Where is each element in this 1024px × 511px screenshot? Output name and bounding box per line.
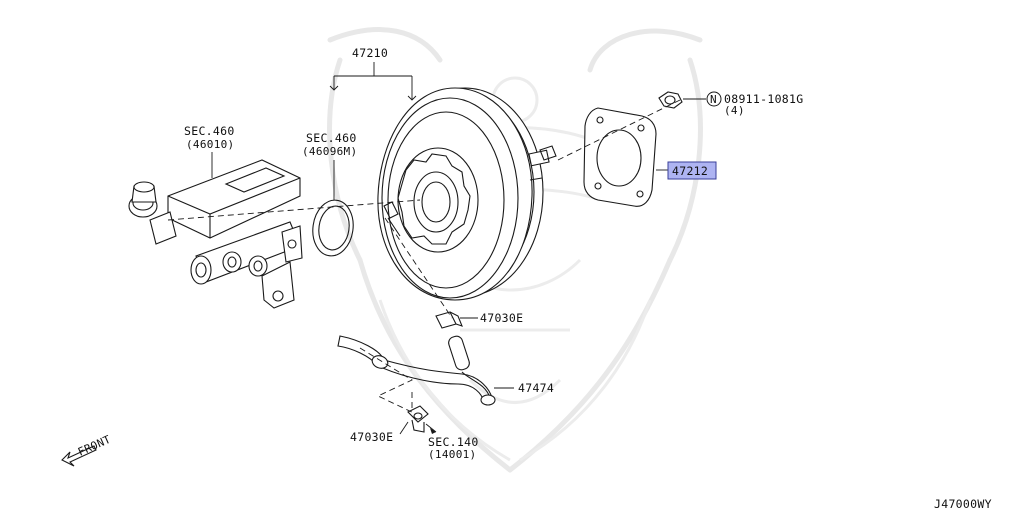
labels: 47210 47212 08911-1081G (4) SEC.460 (460… [76,46,992,511]
nut-prefix: N [710,93,717,106]
label-vacuum-hose[interactable]: 47474 [518,381,554,395]
nut [658,91,683,109]
label-gasket[interactable]: 47212 [672,164,708,178]
label-booster[interactable]: 47210 [352,46,388,60]
brake-booster [377,87,557,301]
assembly-lines [167,99,681,415]
o-ring [312,199,354,257]
label-sec460-oring-sub: (46096M) [302,145,357,158]
check-valve-top [435,311,463,329]
label-front: FRONT [76,433,113,459]
label-sec460-oring[interactable]: SEC.460 [306,131,357,145]
label-check-valve-top[interactable]: 47030E [480,311,523,325]
highlight-box [667,161,717,180]
label-check-valve-bottom[interactable]: 47030E [350,430,393,444]
label-sec460-master-sub: (46010) [186,138,234,151]
label-drawing-id: J47000WY [934,497,992,511]
label-nut-code[interactable]: 08911-1081G [724,92,803,106]
label-sec140[interactable]: SEC.140 [428,435,479,449]
label-sec140-sub: (14001) [428,448,476,461]
master-cylinder [128,159,303,309]
nut-code-badge: N [706,91,722,107]
label-nut-qty: (4) [724,104,745,117]
leader-lines [61,62,706,467]
check-valve-bottom [407,405,429,433]
label-sec460-master[interactable]: SEC.460 [184,124,235,138]
gasket [583,107,657,207]
vacuum-hose [337,335,496,406]
